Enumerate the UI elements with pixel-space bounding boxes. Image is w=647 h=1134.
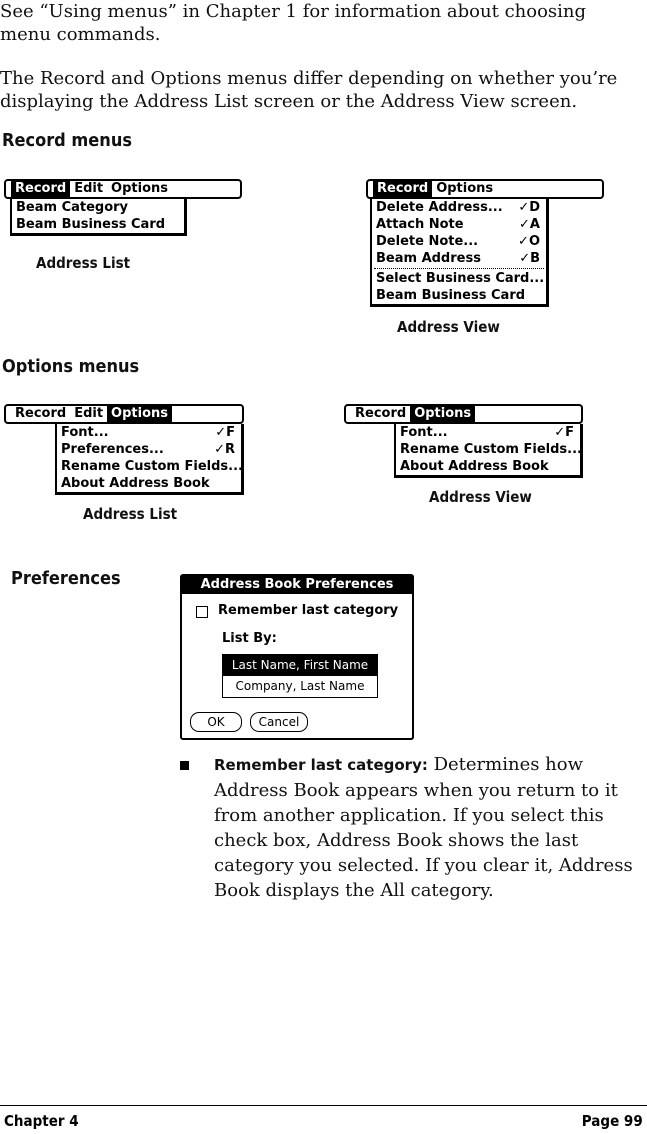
shortcut: ✓A [519,217,540,232]
cancel-button[interactable]: Cancel [250,712,308,732]
menu-item-label: Rename Custom Fields... [61,459,243,474]
remember-category-checkbox[interactable] [196,606,208,618]
menu-item-font[interactable]: Font... ✓F [396,424,580,441]
bullet-description: Determines how Address Book appears when… [214,754,633,901]
menu-item-select-business-card[interactable]: Select Business Card... [376,271,545,286]
footer-rule [0,1105,647,1106]
menu-options[interactable]: Options [111,181,168,196]
preferences-heading: Preferences [11,568,121,589]
menu-item-label: Delete Address... [376,200,503,215]
menubar: Record Edit Options [4,404,244,424]
menu-separator [374,268,544,269]
record-dropdown: Beam Category Beam Business Card [10,199,187,236]
menu-options[interactable]: Options [436,181,494,196]
menu-item-label: About Address Book [61,476,210,491]
menu-item-about-address-book[interactable]: About Address Book [396,458,580,475]
menu-edit[interactable]: Edit [74,406,104,421]
menu-record[interactable]: Record [15,406,67,421]
list-by-label: List By: [222,631,277,646]
menu-item-label: Font... [61,425,109,440]
menu-item-font[interactable]: Font... ✓F [57,424,241,441]
shortcut: ✓F [215,425,235,440]
menu-edit[interactable]: Edit [74,181,104,196]
menu-item-about-address-book[interactable]: About Address Book [57,475,241,492]
caption-address-list: Address List [83,505,178,523]
menu-record[interactable]: Record [11,181,71,197]
menu-record[interactable]: Record [355,406,407,421]
shortcut: ✓O [518,234,540,249]
menu-item-label: Beam Address [376,251,481,266]
menu-item-label: Delete Note... [376,234,479,249]
checkbox-label: Remember last category [218,603,399,618]
dialog-title: Address Book Preferences [182,576,412,594]
menu-item-beam-address[interactable]: Beam Address ✓B [372,250,546,267]
menu-item-label: Font... [400,425,448,440]
options-dropdown: Font... ✓F Preferences... ✓R Rename Custom… [55,424,244,495]
shortcut: ✓R [214,442,235,457]
menu-options[interactable]: Options [410,406,476,422]
record-dropdown: Delete Address... ✓D Attach Note ✓A Delete… [370,199,549,307]
menu-item-beam-business-card[interactable]: Beam Business Card [376,288,526,303]
menu-item-label: About Address Book [400,459,549,474]
shortcut: ✓F [554,425,574,440]
menu-item-label: Attach Note [376,217,464,232]
caption-address-list: Address List [36,254,131,272]
record-menus-heading: Record menus [2,130,133,151]
options-menus-heading: Options menus [2,356,140,377]
menubar: Record Options [366,179,604,199]
preferences-dialog: Address Book Preferences Remember last c… [180,574,414,740]
shortcut: ✓B [519,251,540,266]
caption-address-view: Address View [397,318,500,336]
menu-item-delete-note[interactable]: Delete Note... ✓O [372,233,546,250]
menu-item-rename-custom-fields[interactable]: Rename Custom Fields... [57,458,243,475]
ok-button[interactable]: OK [190,712,242,732]
menubar: Record Edit Options [4,179,242,199]
menu-item-beam-business-card[interactable]: Beam Business Card [16,217,166,232]
menu-item-preferences[interactable]: Preferences... ✓R [57,441,241,458]
footer-chapter: Chapter 4 [4,1112,79,1130]
bullet-term: Remember last category: [214,756,428,774]
list-option-last-first[interactable]: Last Name, First Name [223,655,377,675]
footer-page-number: Page 99 [582,1112,643,1130]
shortcut: ✓D [518,200,540,215]
options-dropdown: Font... ✓F Rename Custom Fields... About … [394,424,583,478]
bullet-paragraph: Remember last category: Determines how A… [214,752,634,903]
caption-address-view: Address View [429,488,532,506]
list-option-company-last[interactable]: Company, Last Name [223,675,377,696]
intro-paragraph: See “Using menus” in Chapter 1 for infor… [0,1,587,45]
menu-record[interactable]: Record [373,181,433,197]
list-by-listbox: Last Name, First Name Company, Last Name [222,654,378,698]
menu-item-delete-address[interactable]: Delete Address... ✓D [372,199,546,216]
menu-item-label: Rename Custom Fields... [400,442,582,457]
menu-item-beam-category[interactable]: Beam Category [16,200,129,215]
intro-paragraph: The Record and Options menus differ depe… [0,68,618,112]
bullet-icon [180,761,189,770]
menu-item-rename-custom-fields[interactable]: Rename Custom Fields... [396,441,582,458]
menu-options[interactable]: Options [107,406,172,422]
menu-item-attach-note[interactable]: Attach Note ✓A [372,216,546,233]
menubar: Record Options [344,404,583,424]
menu-item-label: Preferences... [61,442,164,457]
